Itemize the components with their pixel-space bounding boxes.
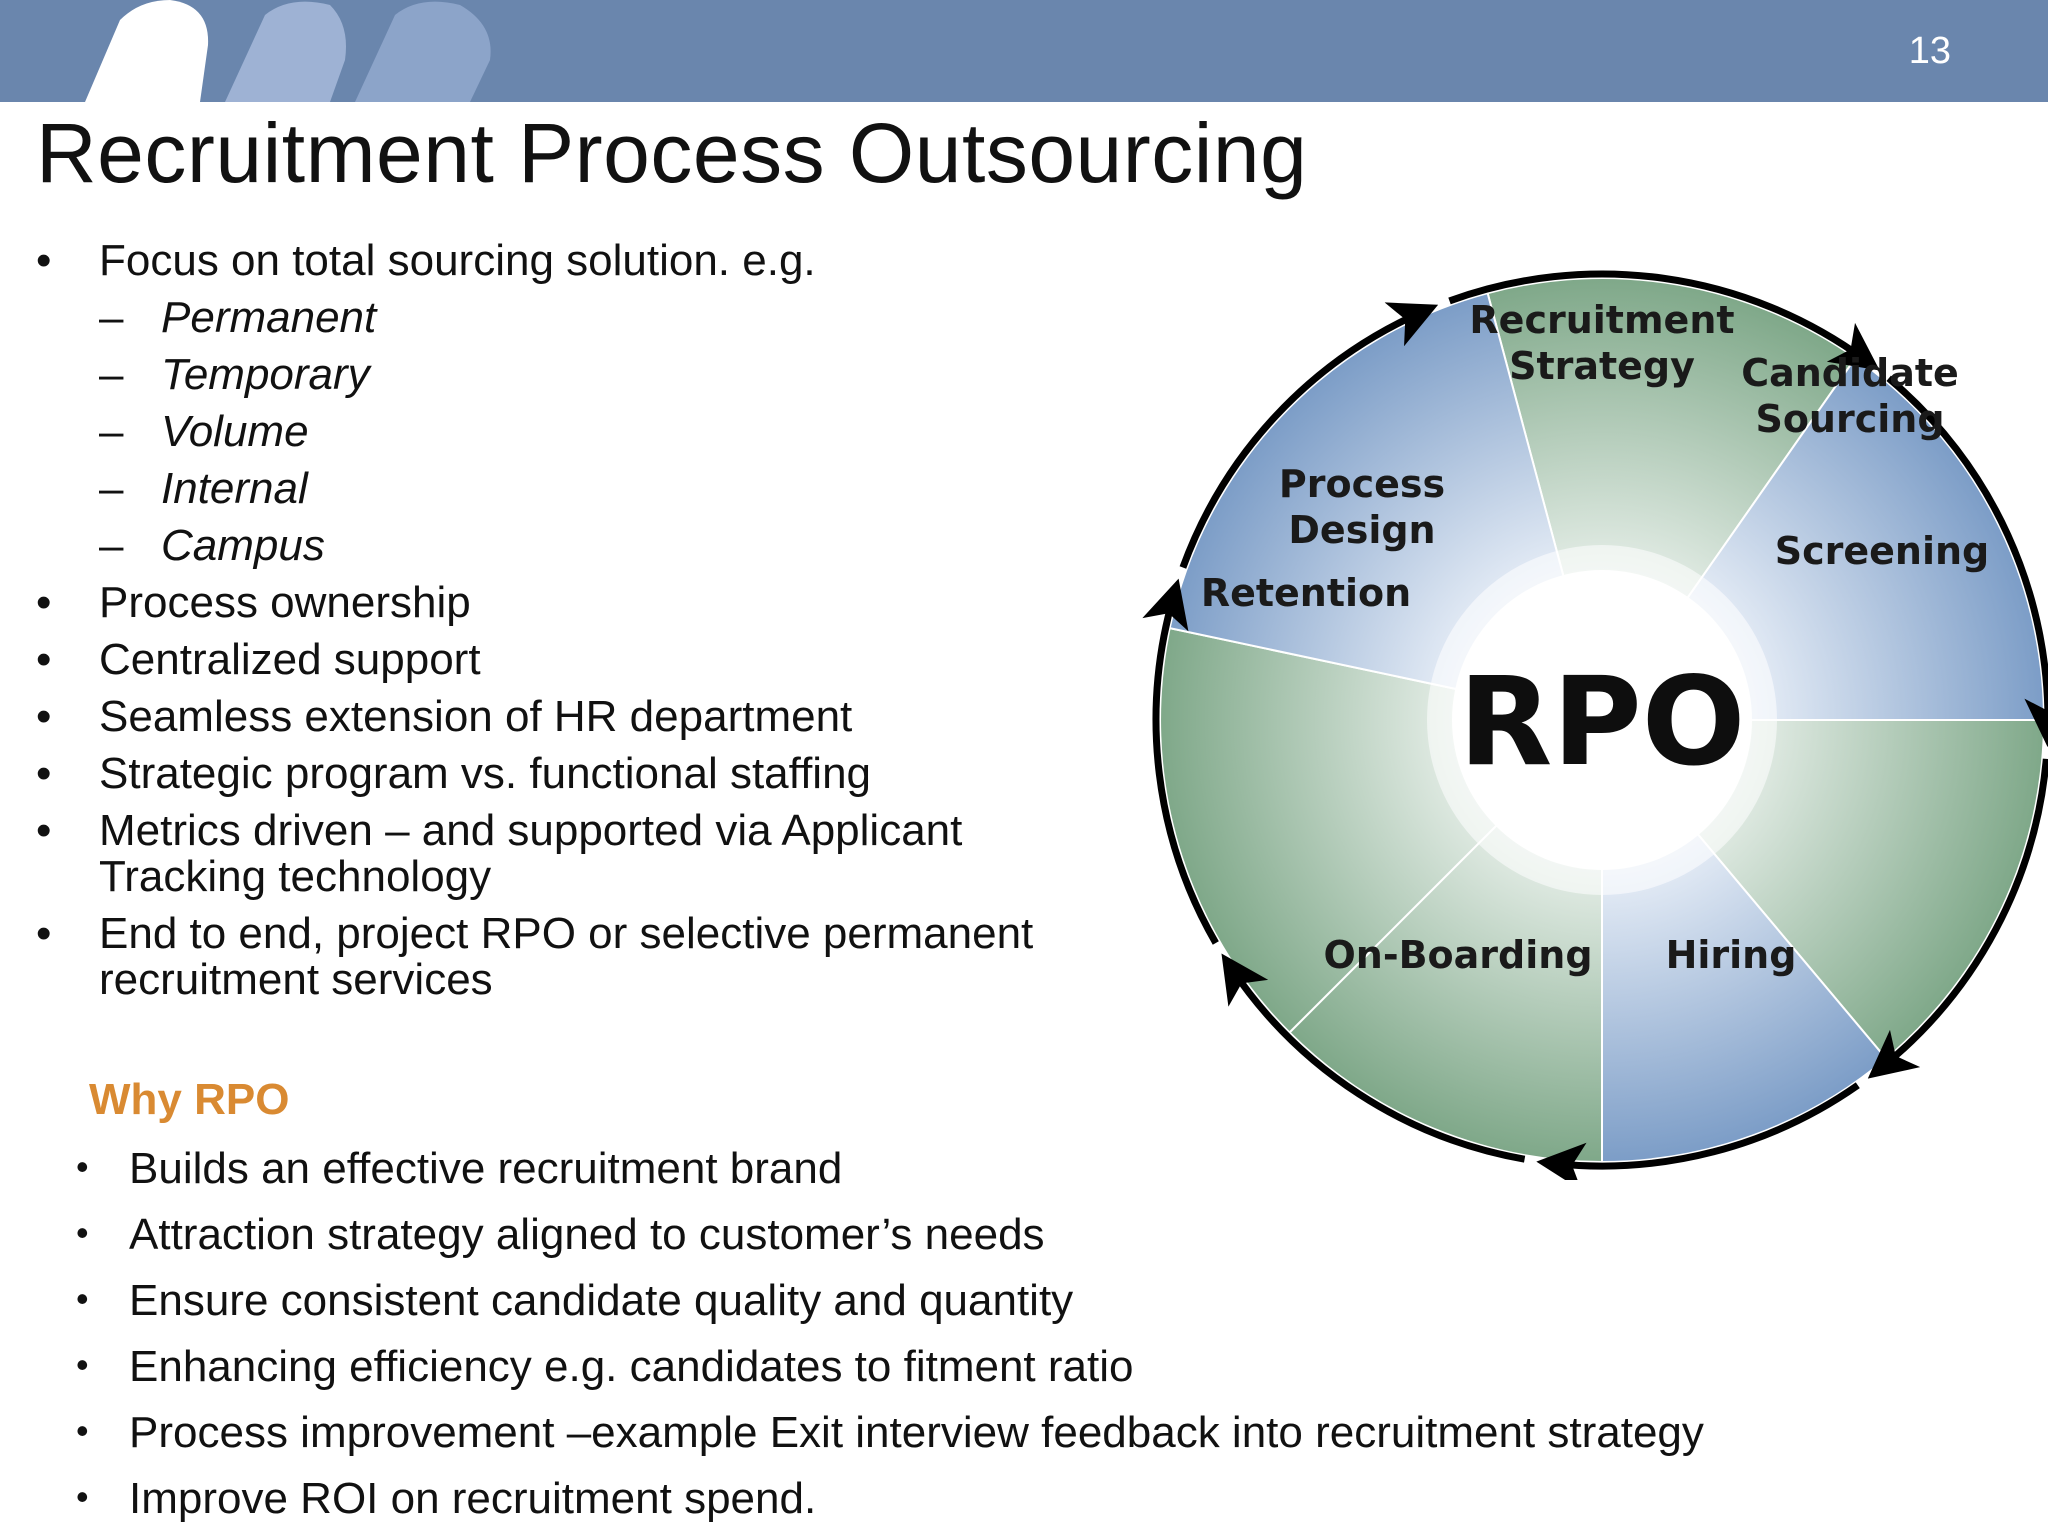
cycle-arrow	[1448, 270, 1880, 371]
sub-bullet-item: –Permanent	[36, 295, 1136, 341]
dash-marker: –	[99, 521, 124, 570]
center-rpo-label: RPO	[1458, 651, 1745, 793]
cycle-arrow	[1179, 302, 1439, 569]
why-rpo-heading: Why RPO	[89, 1075, 290, 1124]
why-rpo-text: Ensure consistent candidate quality and …	[129, 1276, 1074, 1325]
dash-marker: –	[99, 293, 124, 342]
why-rpo-list: • Builds an effective recruitment brand • A…	[76, 1143, 1776, 1539]
bullet-text: Volume	[161, 407, 309, 456]
why-rpo-text: Enhancing efficiency e.g. candidates to …	[129, 1342, 1134, 1391]
sub-bullet-item: –Volume	[36, 409, 1136, 455]
bullet-marker: •	[36, 909, 52, 958]
cycle-arrow	[1886, 375, 2048, 747]
bullet-item: • Metrics driven – and supported via Appl…	[36, 808, 1136, 900]
bullet-text: Process ownership	[99, 578, 471, 627]
bullet-marker: •	[76, 1344, 89, 1385]
segment-label-line: Screening	[1775, 529, 1990, 573]
bullet-item: • End to end, project RPO or selective pe…	[36, 911, 1136, 1003]
bullet-item: • Centralized support	[36, 637, 1136, 683]
why-rpo-text: Improve ROI on recruitment spend.	[129, 1474, 817, 1523]
segment-label-line: Candidate	[1741, 351, 1959, 395]
center-circle	[1452, 570, 1752, 870]
cycle-arrow	[1221, 953, 1526, 1163]
bullet-marker: •	[76, 1278, 89, 1319]
segment-label-line: Sourcing	[1755, 397, 1944, 441]
bullet-marker: •	[36, 806, 52, 855]
bullet-text: Metrics driven – and supported via Appli…	[99, 806, 963, 901]
segment-label-line: On-Boarding	[1323, 933, 1592, 977]
segment-label-line: Recruitment	[1469, 298, 1734, 342]
segment-label: Screening	[1775, 529, 1990, 573]
bullet-item: • Strategic program vs. functional staffi…	[36, 751, 1136, 797]
segment-label-line: Process	[1279, 462, 1445, 506]
dash-marker: –	[99, 350, 124, 399]
segment-label-line: Retention	[1201, 571, 1411, 615]
bullet-item: • Seamless extension of HR department	[36, 694, 1136, 740]
why-rpo-item: • Builds an effective recruitment brand	[76, 1143, 1776, 1209]
bullet-marker: •	[36, 635, 52, 684]
why-rpo-text: Attraction strategy aligned to customer’…	[129, 1210, 1045, 1259]
bullet-text: Focus on total sourcing solution. e.g.	[99, 236, 816, 285]
bullet-item: • Focus on total sourcing solution. e.g.	[36, 238, 1136, 284]
bullet-marker: •	[36, 578, 52, 627]
sub-bullet-item: –Temporary	[36, 352, 1136, 398]
bullet-text: Permanent	[161, 293, 377, 342]
bullet-marker: •	[76, 1410, 89, 1451]
bullet-text: Centralized support	[99, 635, 481, 684]
header-decoration	[85, 0, 491, 102]
bullet-text: Internal	[161, 464, 308, 513]
why-rpo-item: • Improve ROI on recruitment spend.	[76, 1473, 1776, 1539]
bullet-item: • Process ownership	[36, 580, 1136, 626]
slide-title: Recruitment Process Outsourcing	[36, 106, 1308, 200]
segment-label: Hiring	[1666, 933, 1797, 977]
bullet-text: Campus	[161, 521, 325, 570]
why-rpo-item: • Process improvement –example Exit inter…	[76, 1407, 1776, 1473]
cycle-arrow	[1867, 758, 2048, 1079]
why-rpo-text: Builds an effective recruitment brand	[129, 1144, 843, 1193]
bullet-text: Seamless extension of HR department	[99, 692, 853, 741]
bullet-marker: •	[76, 1212, 89, 1253]
segment-label-line: Design	[1288, 508, 1435, 552]
cycle-arrow	[1142, 578, 1219, 945]
dash-marker: –	[99, 464, 124, 513]
bullet-list: • Focus on total sourcing solution. e.g. –…	[36, 238, 1136, 1014]
bullet-text: Temporary	[161, 350, 370, 399]
why-rpo-text: Process improvement –example Exit interv…	[129, 1408, 1704, 1457]
why-rpo-item: • Attraction strategy aligned to customer…	[76, 1209, 1776, 1275]
bullet-text: End to end, project RPO or selective per…	[99, 909, 1034, 1004]
bullet-marker: •	[36, 236, 52, 285]
why-rpo-item: • Enhancing efficiency e.g. candidates to…	[76, 1341, 1776, 1407]
slide-number: 13	[1908, 30, 1951, 72]
sub-bullet-item: –Internal	[36, 466, 1136, 512]
segment-label-line: Strategy	[1509, 344, 1695, 388]
bullet-marker: •	[76, 1146, 89, 1187]
segment-label: On-Boarding	[1323, 933, 1592, 977]
bullet-marker: •	[36, 692, 52, 741]
bullet-text: Strategic program vs. functional staffin…	[99, 749, 872, 798]
cycle-arrow	[1536, 1082, 1860, 1191]
bullet-marker: •	[36, 749, 52, 798]
why-rpo-item: • Ensure consistent candidate quality and…	[76, 1275, 1776, 1341]
segment-label: Retention	[1201, 571, 1411, 615]
dash-marker: –	[99, 407, 124, 456]
header-bar: 13	[0, 0, 2048, 102]
segment-label-line: Hiring	[1666, 933, 1797, 977]
sub-bullet-item: –Campus	[36, 523, 1136, 569]
bullet-marker: •	[76, 1476, 89, 1517]
